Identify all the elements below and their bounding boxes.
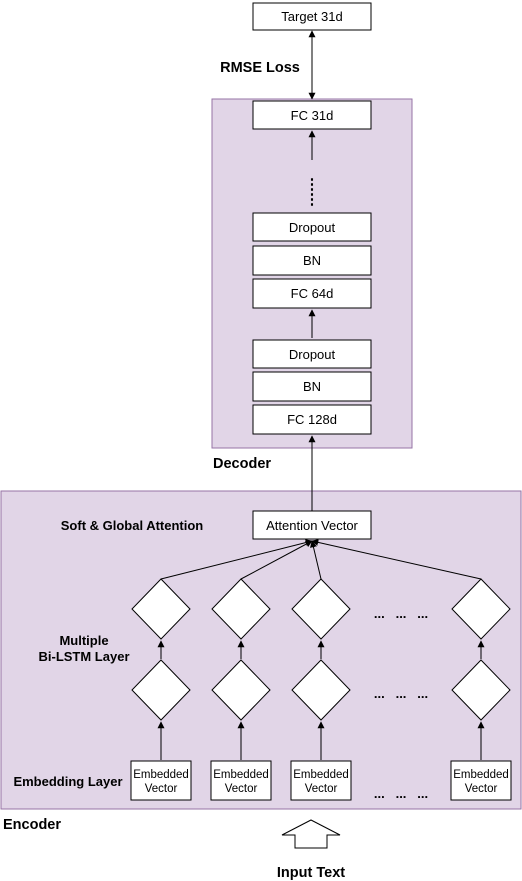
embedded-vector-1 — [130, 760, 192, 801]
fc-31d-label: FC 31d — [291, 108, 334, 123]
ellipsis-middle-row: ... ... ... — [374, 686, 428, 701]
embedded-vector-4-l2: Vector — [465, 783, 498, 795]
lstm-top-cell-3 — [291, 578, 351, 640]
embedding-layer-label: Embedding Layer — [13, 774, 122, 789]
vertical-dots: ⋮ — [305, 177, 320, 193]
lstm-bottom-cell-2 — [211, 659, 271, 721]
bilstm-label-line1: Multiple — [59, 633, 108, 648]
embedded-vector-3-l2: Vector — [305, 783, 338, 795]
fc-128d-box — [252, 404, 372, 435]
fc-31d-box — [252, 100, 372, 130]
ellipsis-top-row: ... ... ... — [374, 606, 428, 621]
fc-64d-box — [252, 278, 372, 309]
encoder-region — [0, 490, 522, 810]
encoder-label: Encoder — [3, 817, 61, 833]
attn-arrow-1 — [160, 539, 313, 580]
embedded-vector-2-l1: Embedded — [213, 769, 269, 781]
embedded-vector-2-l2: Vector — [225, 783, 258, 795]
lstm-bottom-cell-4 — [451, 659, 511, 721]
bn-2-box — [252, 371, 372, 402]
input-text-label: Input Text — [277, 865, 345, 881]
bn-2-label: BN — [303, 379, 321, 394]
attn-arrow-2 — [240, 540, 313, 580]
decoder-label: Decoder — [213, 456, 271, 472]
attn-arrow-3 — [310, 540, 322, 580]
target-label: Target 31d — [281, 9, 342, 24]
lstm-top-cell-1 — [131, 578, 191, 640]
lstm-top-cell-2 — [211, 578, 271, 640]
dropout-2-label: Dropout — [289, 347, 336, 362]
attn-arrow-4 — [311, 538, 482, 580]
fc-128d-label: FC 128d — [287, 412, 337, 427]
embedded-vector-3 — [290, 760, 352, 801]
target-box — [252, 2, 372, 31]
attention-vector-box — [252, 510, 372, 540]
vertical-dots-2: ⋮ — [305, 192, 320, 208]
bilstm-label-line2: Bi-LSTM Layer — [38, 649, 129, 664]
bn-1-box — [252, 245, 372, 276]
input-arrow-icon — [281, 819, 341, 849]
attention-label: Soft & Global Attention — [61, 518, 204, 533]
embedded-vector-4-l1: Embedded — [453, 769, 509, 781]
lstm-top-cell-4 — [451, 578, 511, 640]
ellipsis-bottom-row: ... ... ... — [374, 786, 428, 801]
dropout-1-box — [252, 212, 372, 242]
embedded-vector-1-l2: Vector — [145, 783, 178, 795]
fc-64d-label: FC 64d — [291, 286, 334, 301]
embedded-vector-4 — [450, 760, 512, 801]
lstm-bottom-cell-1 — [131, 659, 191, 721]
loss-label: RMSE Loss — [220, 60, 300, 76]
embedded-vector-1-l1: Embedded — [133, 769, 189, 781]
bn-1-label: BN — [303, 253, 321, 268]
attention-vector-label: Attention Vector — [266, 518, 358, 533]
embedded-vector-2 — [210, 760, 272, 801]
lstm-bottom-cell-3 — [291, 659, 351, 721]
dropout-2-box — [252, 339, 372, 369]
dropout-1-label: Dropout — [289, 220, 336, 235]
embedded-vector-3-l1: Embedded — [293, 769, 349, 781]
